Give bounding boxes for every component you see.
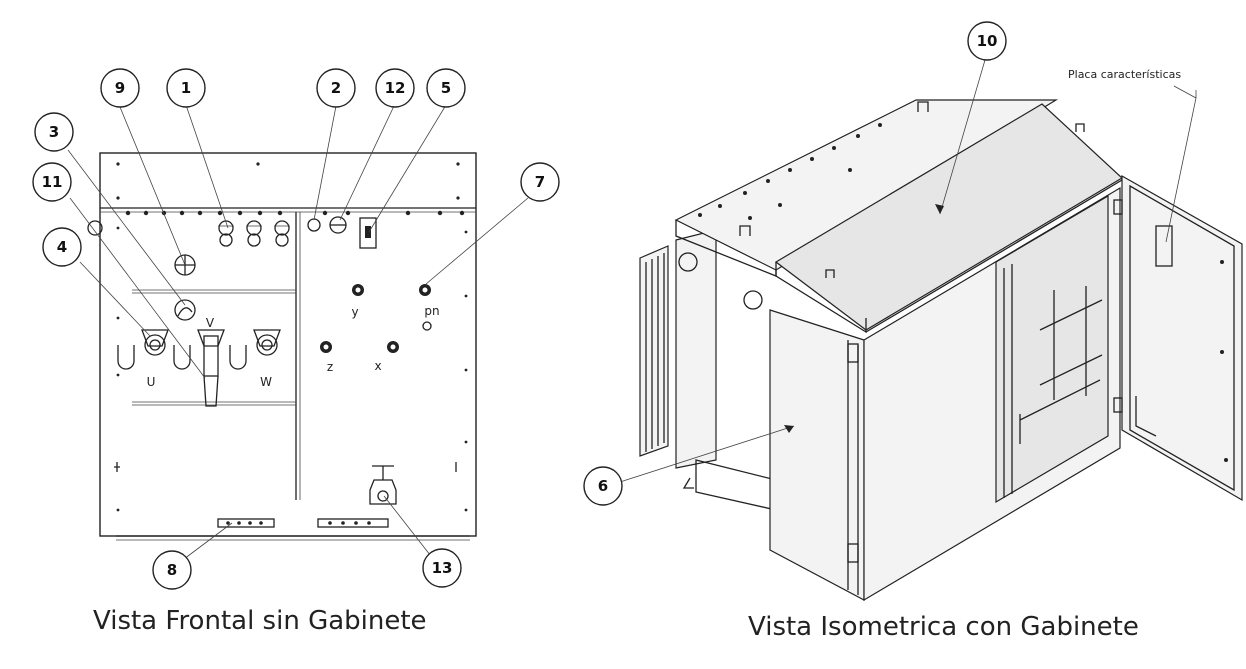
cabinet-door — [1121, 174, 1243, 502]
svg-text:8: 8 — [167, 561, 177, 579]
svg-text:6: 6 — [598, 477, 608, 495]
item-3 — [174, 299, 196, 321]
svg-text:10: 10 — [977, 32, 998, 50]
top-band-bolts — [116, 162, 468, 512]
svg-text:2: 2 — [331, 79, 341, 97]
svg-text:12: 12 — [385, 79, 406, 97]
svg-text:7: 7 — [535, 173, 545, 191]
front-panel — [99, 152, 477, 537]
terminal-label-v: V — [206, 316, 215, 330]
nameplate-label: Placa características — [1068, 68, 1182, 81]
svg-text:5: 5 — [441, 79, 451, 97]
callout-8: 8 — [152, 550, 192, 590]
svg-text:4: 4 — [57, 238, 67, 256]
callout-7: 7 — [520, 162, 560, 202]
front-leader-lines — [67, 104, 529, 563]
front-view: U V W y pn z x — [67, 104, 529, 563]
svg-text:13: 13 — [432, 559, 453, 577]
callout-13: 13 — [422, 548, 462, 588]
callout-6: 6 — [583, 466, 623, 506]
lv-bushings — [218, 220, 290, 247]
cabinet-opening — [995, 194, 1109, 504]
callout-2: 2 — [316, 68, 356, 108]
callout-3: 3 — [34, 112, 74, 152]
terminal-label-y: y — [351, 305, 358, 319]
svg-text:9: 9 — [115, 79, 125, 97]
front-view-caption: Vista Frontal sin Gabinete — [93, 606, 427, 636]
transformer-body — [639, 229, 777, 511]
svg-text:11: 11 — [42, 173, 63, 191]
isometric-view-caption: Vista Isometrica con Gabinete — [748, 612, 1139, 642]
terminal-label-x: x — [374, 359, 381, 373]
terminal-label-pn: pn — [424, 304, 439, 318]
callout-12: 12 — [375, 68, 415, 108]
isometric-view — [619, 59, 1243, 602]
tank-bolts — [698, 123, 882, 220]
drain-valve-13 — [369, 465, 397, 505]
svg-text:3: 3 — [49, 123, 59, 141]
callout-1: 1 — [166, 68, 206, 108]
callout-5: 5 — [426, 68, 466, 108]
lv-terminals — [320, 284, 432, 353]
terminal-label-z: z — [327, 360, 333, 374]
cabinet-side-6 — [769, 309, 865, 601]
terminal-label-w: W — [260, 375, 272, 389]
terminal-label-u: U — [147, 375, 156, 389]
hv-bushings — [117, 329, 281, 407]
switch-5 — [359, 217, 377, 249]
svg-text:1: 1 — [181, 79, 191, 97]
callout-10: 10 — [967, 21, 1007, 61]
callout-9: 9 — [100, 68, 140, 108]
nameplate — [1155, 225, 1173, 267]
callout-11: 11 — [32, 162, 72, 202]
iso-leader-lines — [619, 59, 1197, 483]
earthing-bars — [217, 518, 389, 528]
callout-4: 4 — [42, 227, 82, 267]
